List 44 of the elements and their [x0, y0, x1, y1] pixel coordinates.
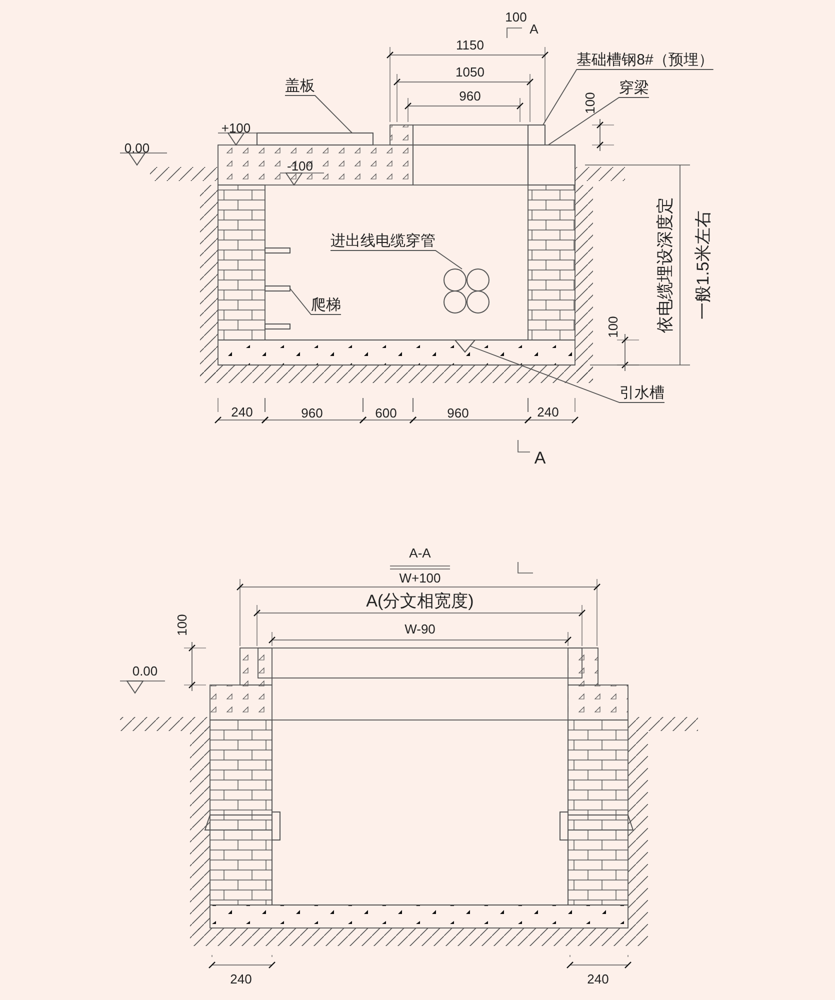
dimension-value: 960	[301, 406, 323, 420]
dimension-value: A(分文相宽度)	[366, 594, 474, 608]
level-value: 0.00	[124, 140, 150, 156]
dimension-value: 1050	[456, 64, 484, 80]
cover-plate	[256, 132, 374, 146]
level-value: -100	[286, 158, 314, 174]
dimension-value: 240	[230, 972, 252, 986]
dimension-value: W+100	[399, 570, 441, 586]
dimension-value: 100	[606, 316, 620, 338]
leader-line	[470, 346, 665, 403]
leader-line	[290, 288, 342, 315]
section-label: A	[534, 450, 546, 466]
drain-groove	[454, 340, 476, 353]
leader-line	[284, 95, 353, 134]
dimension-value: 100	[582, 92, 598, 114]
callout-text: 穿梁	[619, 80, 649, 96]
dimension-value: W-90	[404, 622, 436, 636]
level-value: +100	[221, 120, 251, 136]
leader-line	[548, 97, 650, 146]
callout-text: 盖板	[285, 78, 315, 94]
cable-pipes	[444, 268, 490, 314]
dimension-value: 100	[505, 10, 527, 24]
callout-text: 进出线电缆穿管	[330, 232, 436, 250]
dimension-value: 960	[447, 406, 469, 420]
depth-note: 一般1.5米左右	[696, 210, 710, 320]
section-title: A-A	[409, 546, 431, 560]
dimension-value: 600	[375, 406, 397, 420]
dimension-value: 1150	[456, 38, 484, 52]
dimension-value: 100	[174, 614, 190, 636]
dimension-value: 240	[231, 404, 253, 420]
channel-steel	[528, 124, 546, 146]
callout-text: 基础槽钢8#（预埋）	[576, 52, 714, 68]
callout-text: 引水槽	[620, 384, 664, 402]
beam-slab	[528, 144, 576, 186]
dimension-value: 960	[459, 88, 481, 104]
leader-line	[330, 250, 462, 270]
ladder-rungs	[264, 248, 290, 330]
callout-text: 爬梯	[311, 296, 341, 314]
dimension-value: 240	[537, 404, 559, 420]
level-value: 0.00	[132, 664, 158, 678]
depth-note: 依电缆埋设深度定	[658, 197, 672, 333]
dimension-value: 240	[587, 972, 609, 986]
leader-line	[542, 69, 714, 126]
section-label: A	[530, 22, 538, 36]
